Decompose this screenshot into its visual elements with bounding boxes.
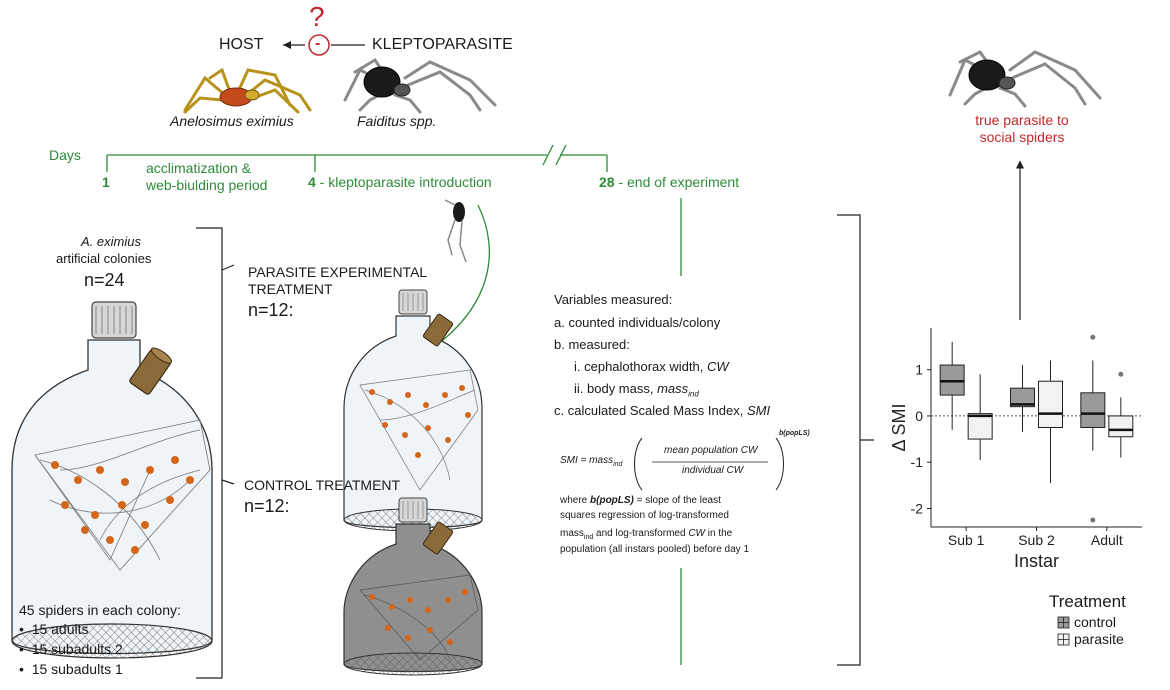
bullet-subadults-1: • 15 subadults 1 xyxy=(19,661,123,677)
formula-explanation-line3: massind and log-transformed CW in the xyxy=(560,528,733,541)
day4-label: 4 - kleptoparasite introduction xyxy=(308,174,492,190)
colony-species: A. eximius xyxy=(81,234,141,249)
variable-b: b. measured: xyxy=(554,337,630,352)
box-parasite xyxy=(1108,415,1134,438)
treatment-bracket xyxy=(196,227,235,679)
y-axis-label: Δ SMI xyxy=(889,403,909,451)
day4-number: 4 xyxy=(308,174,316,190)
kleptoparasite-spider-icon xyxy=(343,57,497,114)
variable-c: c. calculated Scaled Mass Index, SMI xyxy=(554,403,771,418)
negative-effect-sign: - xyxy=(315,35,321,52)
day4-description: - kleptoparasite introduction xyxy=(315,174,492,190)
box-outlier xyxy=(1090,517,1096,523)
timeline-days-label: Days xyxy=(49,147,81,163)
kleptoparasite-label: KLEPTOPARASITE xyxy=(372,36,513,53)
parasite-treatment-jar xyxy=(343,289,483,532)
control-treatment-jar xyxy=(343,497,483,676)
day28-description: - end of experiment xyxy=(614,174,740,190)
variable-b-ii: ii. body mass, massind xyxy=(574,381,699,399)
box-control xyxy=(1010,387,1035,408)
box-control xyxy=(1080,392,1106,429)
formula-explanation-line4: population (all instars pooled) before d… xyxy=(560,544,750,555)
x-tick-label: Adult xyxy=(1091,532,1123,548)
formula-explanation-line2: squares regression of log-transformed xyxy=(560,510,729,521)
y-tick-label: -2 xyxy=(911,500,924,516)
box-outlier xyxy=(1090,334,1096,340)
colony-jar xyxy=(11,301,213,659)
legend-parasite-label: parasite xyxy=(1074,631,1124,647)
chart-legend-swatches xyxy=(1057,616,1070,646)
formula-lhs: SMI = massind xyxy=(560,455,623,468)
colony-sample-size: n=24 xyxy=(84,270,125,290)
question-mark: ? xyxy=(309,1,325,32)
true-parasite-spider-icon xyxy=(948,50,1102,108)
box-parasite xyxy=(967,413,993,440)
variable-b-i: i. cephalothorax width, CW xyxy=(574,359,729,374)
y-tick-label: -1 xyxy=(911,454,924,470)
variables-heading: Variables measured: xyxy=(554,292,673,307)
legend-title: Treatment xyxy=(1049,592,1126,611)
day28-label: 28 - end of experiment xyxy=(599,174,739,190)
day1-number: 1 xyxy=(102,174,110,190)
minus-circle-icon xyxy=(308,34,330,56)
timeline xyxy=(106,144,682,665)
results-bracket xyxy=(837,214,874,666)
introduced-parasite-icon xyxy=(416,199,490,359)
parasite-treatment-title-line2: TREATMENT xyxy=(248,281,333,297)
x-axis-label: Instar xyxy=(1014,551,1059,571)
day28-number: 28 xyxy=(599,174,615,190)
x-tick-label: Sub 1 xyxy=(948,532,985,548)
host-label: HOST xyxy=(219,36,264,53)
control-treatment-n: n=12: xyxy=(244,496,290,516)
day1-description-line2: web-biulding period xyxy=(146,177,268,193)
result-line2: social spiders xyxy=(979,129,1065,145)
y-tick-label: 0 xyxy=(915,408,923,424)
formula-exponent: b(popLS) xyxy=(779,430,810,437)
colony-description: artificial colonies xyxy=(56,251,152,266)
bullet-subadults-2: • 15 subadults 2 xyxy=(19,641,123,657)
box-outlier xyxy=(1118,371,1124,377)
spiders-per-colony-heading: 45 spiders in each colony: xyxy=(19,602,181,618)
day1-description-line1: acclimatization & xyxy=(146,160,252,176)
parasite-treatment-n: n=12: xyxy=(248,300,294,320)
host-spider-icon xyxy=(183,67,312,114)
smi-boxplot: 1 0 -1 -2 Δ SMI Instar Sub 1 Sub 2 Adult xyxy=(889,328,1142,571)
parasite-species-name: Faiditus spp. xyxy=(357,113,437,129)
formula-numerator: mean population CW xyxy=(664,445,758,456)
host-species-name: Anelosimus eximius xyxy=(170,113,294,129)
formula-explanation-line1: where b(popLS) = slope of the least xyxy=(560,495,721,506)
box-parasite xyxy=(1038,380,1063,428)
legend-control-label: control xyxy=(1074,614,1117,630)
y-tick-label: 1 xyxy=(915,362,923,378)
interaction-arrow xyxy=(283,34,365,56)
variable-a: a. counted individuals/colony xyxy=(554,315,721,330)
control-treatment-title: CONTROL TREATMENT xyxy=(244,477,401,493)
result-line1: true parasite to xyxy=(975,112,1069,128)
formula-denominator: individual CW xyxy=(682,465,744,476)
bullet-adults: • 15 adults xyxy=(19,621,89,637)
x-tick-label: Sub 2 xyxy=(1018,532,1055,548)
parasite-treatment-title-line1: PARASITE EXPERIMENTAL xyxy=(248,264,428,280)
